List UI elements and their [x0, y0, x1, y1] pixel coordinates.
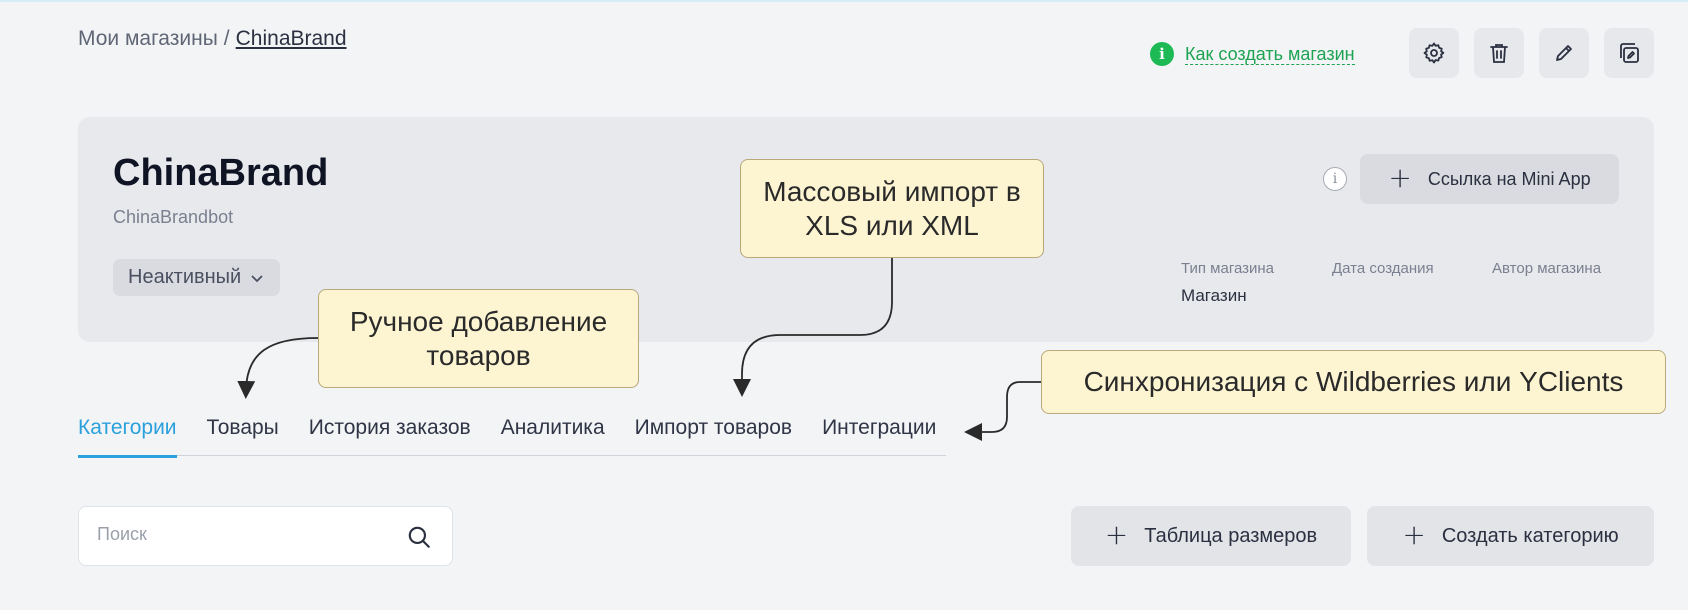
tab-categories[interactable]: Категории [78, 416, 207, 458]
search-box [78, 506, 453, 566]
shop-type-value: Магазин [1181, 286, 1247, 305]
mini-app-link-button[interactable]: + Ссылка на Mini App [1360, 154, 1619, 204]
arrow-to-integrations-tab [964, 381, 1041, 441]
mini-app-info-icon[interactable]: i [1323, 167, 1347, 191]
created-date-label: Дата создания [1332, 260, 1434, 277]
edit-button[interactable] [1539, 28, 1589, 78]
trash-icon [1490, 44, 1508, 63]
tab-order-history[interactable]: История заказов [308, 416, 471, 439]
arrow-to-products-tab [237, 337, 319, 399]
how-to-create-shop-link[interactable]: Как создать магазин [1185, 43, 1355, 65]
shop-type-label: Тип магазина [1181, 260, 1275, 277]
tab-products[interactable]: Товары [206, 416, 279, 439]
plus-icon: + [1388, 160, 1412, 194]
delete-button[interactable] [1474, 28, 1524, 78]
shop-bot-name: ChinaBrandbot [113, 207, 234, 227]
shop-title: ChinaBrand [113, 152, 329, 194]
copy-edit-icon [1620, 43, 1639, 63]
plus-icon: + [1104, 517, 1129, 551]
breadcrumb-current-link[interactable]: ChinaBrand [235, 27, 347, 50]
status-value: Неактивный [128, 266, 242, 288]
breadcrumb: Мои магазины/ChinaBrand [78, 27, 347, 51]
search-input[interactable] [97, 524, 377, 545]
breadcrumb-separator: / [223, 27, 230, 50]
mini-app-link-label: Ссылка на Mini App [1427, 168, 1591, 189]
gear-icon [1423, 42, 1445, 64]
pencil-icon [1556, 45, 1572, 61]
sizes-table-button[interactable]: + Таблица размеров [1071, 506, 1351, 566]
plus-icon: + [1402, 517, 1426, 551]
create-category-button[interactable]: + Создать категорию [1367, 506, 1654, 566]
breadcrumb-parent-link[interactable]: Мои магазины [78, 27, 218, 50]
callout-manual-adding: Ручное добавление товаров [318, 289, 639, 388]
chevron-down-icon [251, 274, 263, 282]
create-category-label: Создать категорию [1441, 524, 1619, 547]
help-link-group[interactable]: i Как создать магазин [1150, 42, 1355, 66]
copy-button[interactable] [1604, 28, 1654, 78]
sizes-table-label: Таблица размеров [1144, 524, 1318, 547]
settings-button[interactable] [1409, 28, 1459, 78]
callout-mass-import: Массовый импорт в XLS или XML [740, 159, 1044, 258]
tab-bar: Категории Товары История заказов Аналити… [78, 416, 946, 458]
tab-analytics[interactable]: Аналитика [500, 416, 605, 439]
shop-author-label: Автор магазина [1492, 260, 1602, 277]
tab-integrations[interactable]: Интеграции [822, 416, 937, 439]
tab-import-products[interactable]: Импорт товаров [634, 416, 793, 439]
info-icon: i [1150, 42, 1174, 66]
status-dropdown[interactable]: Неактивный [113, 259, 281, 296]
search-icon[interactable] [406, 524, 432, 550]
callout-sync: Синхронизация с Wildberries или YClients [1041, 350, 1666, 414]
